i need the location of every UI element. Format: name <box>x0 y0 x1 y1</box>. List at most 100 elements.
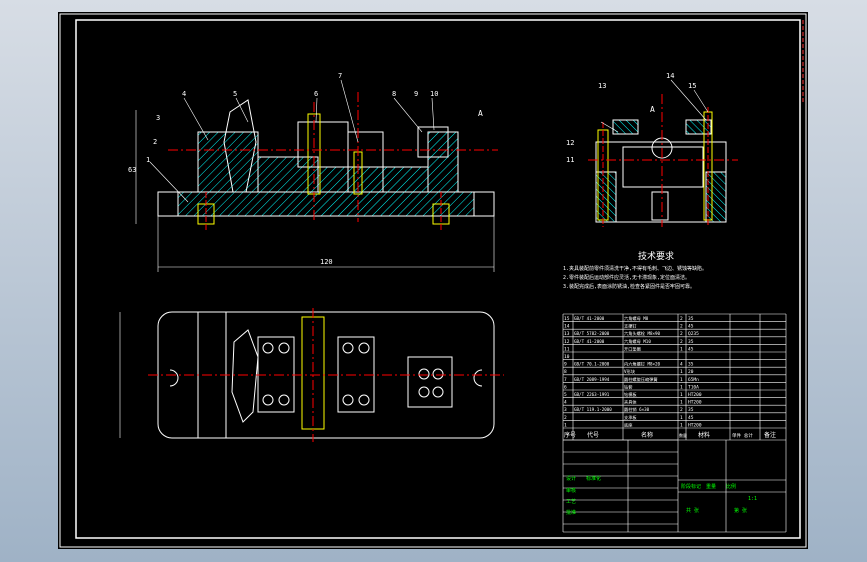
title-block: 设计标准化审核工艺批准阶段标记重量比例1:1共 张第 张 <box>562 439 787 533</box>
bom-header-qty: 数量 <box>679 432 687 438</box>
bom-header-material: 材料 <box>698 431 710 439</box>
bom-code: GB/T 41-2000 <box>574 339 605 344</box>
dim-height: 63 <box>128 166 136 174</box>
bom-qty: 1 <box>680 400 683 406</box>
bom-seq: 11 <box>564 346 570 352</box>
bom-name: 六角螺母 M8 <box>624 315 649 322</box>
tech-note-2: 2.零件装配后运动部件应灵活,无卡滞现象,定位面清洁。 <box>563 274 690 281</box>
tb-total-sheets: 共 张 <box>686 507 699 514</box>
bom-seq: 13 <box>564 331 570 337</box>
bom-material: HT200 <box>688 400 702 406</box>
tb-design: 设计 <box>566 475 576 482</box>
bom-seq: 15 <box>564 316 570 322</box>
callout-4: 4 <box>182 90 186 98</box>
bom-name: 圆柱螺旋压缩弹簧 <box>624 376 658 383</box>
tb-ratio-value: 1:1 <box>748 496 757 502</box>
callout-3: 3 <box>156 114 160 122</box>
bom-material: T10A <box>688 384 699 390</box>
bom-material: HT200 <box>688 422 702 428</box>
callout-5: 5 <box>233 90 237 98</box>
bom-header-weight: 单件 总计 <box>732 432 753 439</box>
side-view <box>588 79 738 227</box>
callout-10: 10 <box>430 90 438 98</box>
bom-material: 20 <box>688 369 694 375</box>
bom-material: 35 <box>688 339 694 345</box>
bom-name: 钻模板 <box>624 391 637 398</box>
bom-name: 内六角螺钉 M8×20 <box>624 361 661 368</box>
bom-seq: 8 <box>564 369 567 375</box>
bom-header-name: 名称 <box>641 431 653 439</box>
bom-material: 45 <box>688 346 694 352</box>
tech-title: 技术要求 <box>638 250 674 262</box>
bom-name: 支承板 <box>624 414 637 421</box>
drawing-sheet: 120 63 A 1 2 3 4 5 6 7 8 9 10 <box>58 12 808 549</box>
side-callouts: 11 12 13 14 15 A <box>566 72 696 164</box>
section-mark: A <box>478 109 483 118</box>
bom-seq: 3 <box>564 407 567 413</box>
tb-sheet-no: 第 张 <box>734 507 747 514</box>
callout-14: 14 <box>666 72 674 80</box>
bom-header-seq: 序号 <box>564 431 576 439</box>
tb-ratio: 比例 <box>726 483 736 490</box>
inner-border <box>75 19 801 539</box>
bom-name: 六角头螺栓 M8×90 <box>624 330 661 337</box>
bom-qty: 1 <box>680 346 683 352</box>
bom-qty: 2 <box>680 331 683 337</box>
bom-material: 45 <box>688 324 694 330</box>
bom-header-code: 代号 <box>587 431 599 439</box>
bom-material: Q235 <box>688 331 699 337</box>
bom-name: 圆柱销 6×30 <box>624 406 650 413</box>
callout-2: 2 <box>153 138 157 146</box>
front-view <box>135 92 498 272</box>
callout-7: 7 <box>338 72 342 80</box>
front-callouts: 1 2 3 4 5 6 7 8 9 10 <box>146 72 438 203</box>
bom-code: GB/T 119.1-2000 <box>574 407 612 412</box>
tb-approve: 批准 <box>566 509 576 516</box>
bom-qty: 4 <box>680 362 683 368</box>
bom-name: 六角螺母 M10 <box>624 338 651 345</box>
callout-11: 11 <box>566 156 574 164</box>
bom-seq: 10 <box>564 354 570 360</box>
tb-standard: 标准化 <box>586 475 601 482</box>
bom-name: V形块 <box>624 368 636 375</box>
outer-border <box>59 13 807 548</box>
bom-seq: 6 <box>564 384 567 390</box>
callout-6: 6 <box>314 90 318 98</box>
bom-code: GB/T 41-2000 <box>574 316 605 321</box>
bom-qty: 1 <box>680 422 683 428</box>
top-view <box>119 308 504 442</box>
tech-note-3: 3.装配完成后,表面涂防锈油,检查各紧固件是否牢固可靠。 <box>563 283 695 290</box>
bom-name: 底座 <box>624 421 632 428</box>
bom-code: GB/T 2263-1991 <box>574 392 610 397</box>
bom-name: 开口垫圈 <box>624 345 641 352</box>
bom-qty: 1 <box>680 392 683 398</box>
callout-13: 13 <box>598 82 606 90</box>
tb-stage: 阶段标记 <box>681 483 701 490</box>
side-section-mark: A <box>650 105 655 114</box>
bom-seq: 12 <box>564 339 570 345</box>
tb-weight: 重量 <box>706 483 716 490</box>
bom-qty: 1 <box>680 369 683 375</box>
bom-seq: 7 <box>564 377 567 383</box>
bom-qty: 2 <box>680 339 683 345</box>
bom-qty: 1 <box>680 384 683 390</box>
callout-1: 1 <box>146 156 150 164</box>
callout-15: 15 <box>688 82 696 90</box>
bom-name: 支撑钉 <box>624 323 637 330</box>
bom-seq: 9 <box>564 362 567 368</box>
dim-width: 120 <box>320 258 333 266</box>
bom-name: 夹具体 <box>624 399 637 406</box>
callout-12: 12 <box>566 139 574 147</box>
callout-9: 9 <box>414 90 418 98</box>
tb-process: 工艺 <box>566 499 576 505</box>
bom-material: 35 <box>688 316 694 322</box>
bom-seq: 5 <box>564 392 567 398</box>
bom-seq: 4 <box>564 400 567 406</box>
bom-qty: 2 <box>680 324 683 330</box>
bom-material: 45 <box>688 415 694 421</box>
bom-code: GB/T 70.1-2000 <box>574 362 610 367</box>
bom-material: 35 <box>688 407 694 413</box>
bom-code: GB/T 2089-1994 <box>574 377 610 382</box>
bom-code: GB/T 5782-2000 <box>574 331 610 336</box>
bom-material: 65Mn <box>688 377 699 383</box>
